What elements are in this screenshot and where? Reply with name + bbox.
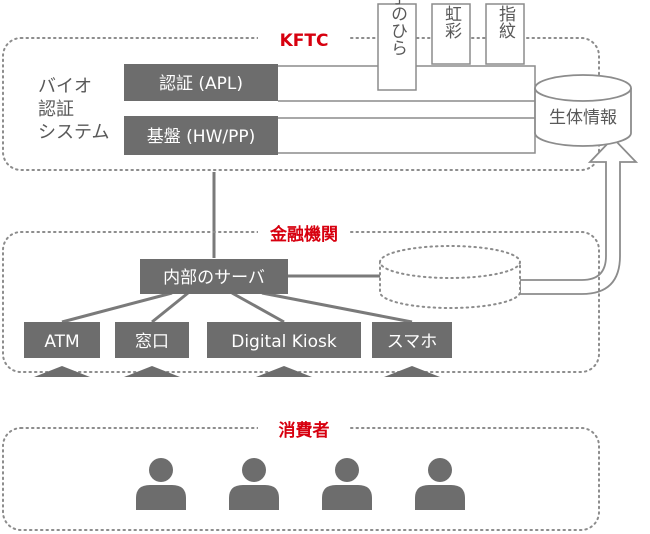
consumer-person-icon: [229, 458, 279, 510]
consumer-person-icon: [136, 458, 186, 510]
bio-system-label-line-2: 認証: [38, 99, 74, 120]
modality-palm: 手のひら: [377, 0, 417, 91]
link-server-atm: [61, 291, 173, 324]
internal-server-label: 内部のサーバ: [163, 268, 265, 288]
channel-atm-label: ATM: [44, 332, 79, 352]
svg-text:手のひら: 手のひら: [387, 0, 408, 56]
kftc-group-label: KFTC: [280, 31, 329, 51]
channel-smartphone-label: スマホ: [387, 332, 438, 352]
sync-arrow: [519, 136, 639, 295]
channel-smartphone-box: [372, 322, 452, 358]
channel-kiosk-arrow: [256, 366, 312, 377]
channel-window-arrow: [124, 366, 180, 377]
consumer-person-icon: [322, 458, 372, 510]
auth-layer-label: 認証 (APL): [159, 74, 243, 94]
bank-db-cylinder: [379, 245, 521, 309]
channel-window-label: 窓口: [135, 332, 169, 352]
biometric-db-cylinder: 生体情報: [534, 74, 632, 147]
auth-layer-box: [124, 64, 278, 101]
bank-group-label: 金融機関: [269, 224, 338, 245]
base-layer-label: 基盤 (HW/PP): [147, 127, 256, 147]
consumer-person-icon: [415, 458, 465, 510]
modality-iris: 虹彩: [431, 3, 471, 65]
link-server-window: [151, 291, 189, 324]
svg-text:虹彩: 虹彩: [441, 5, 462, 39]
biometric-db-label: 生体情報: [549, 108, 617, 128]
svg-text:指紋: 指紋: [495, 5, 516, 39]
channel-atm-box: [24, 322, 100, 358]
consumer-group-label: 消費者: [279, 420, 330, 441]
link-server-smartphone: [261, 291, 413, 324]
bio-system-label-line-1: バイオ: [38, 76, 92, 97]
connector-base-to-db: [278, 132, 536, 154]
modality-fingerprint: 指紋: [485, 3, 525, 65]
link-server-kiosk: [231, 291, 285, 324]
channel-atm-arrow: [34, 366, 90, 377]
channel-kiosk-label: Digital Kiosk: [231, 332, 337, 352]
internal-server-box: [140, 259, 288, 294]
channel-window-box: [115, 322, 189, 358]
consumer-group-frame: [2, 427, 600, 531]
channel-kiosk-box: [207, 322, 361, 358]
channel-smartphone-arrow: [384, 366, 440, 377]
connector-auth-to-db: [278, 65, 536, 90]
bio-system-label-line-3: システム: [38, 122, 109, 143]
base-layer-box: [124, 116, 278, 155]
